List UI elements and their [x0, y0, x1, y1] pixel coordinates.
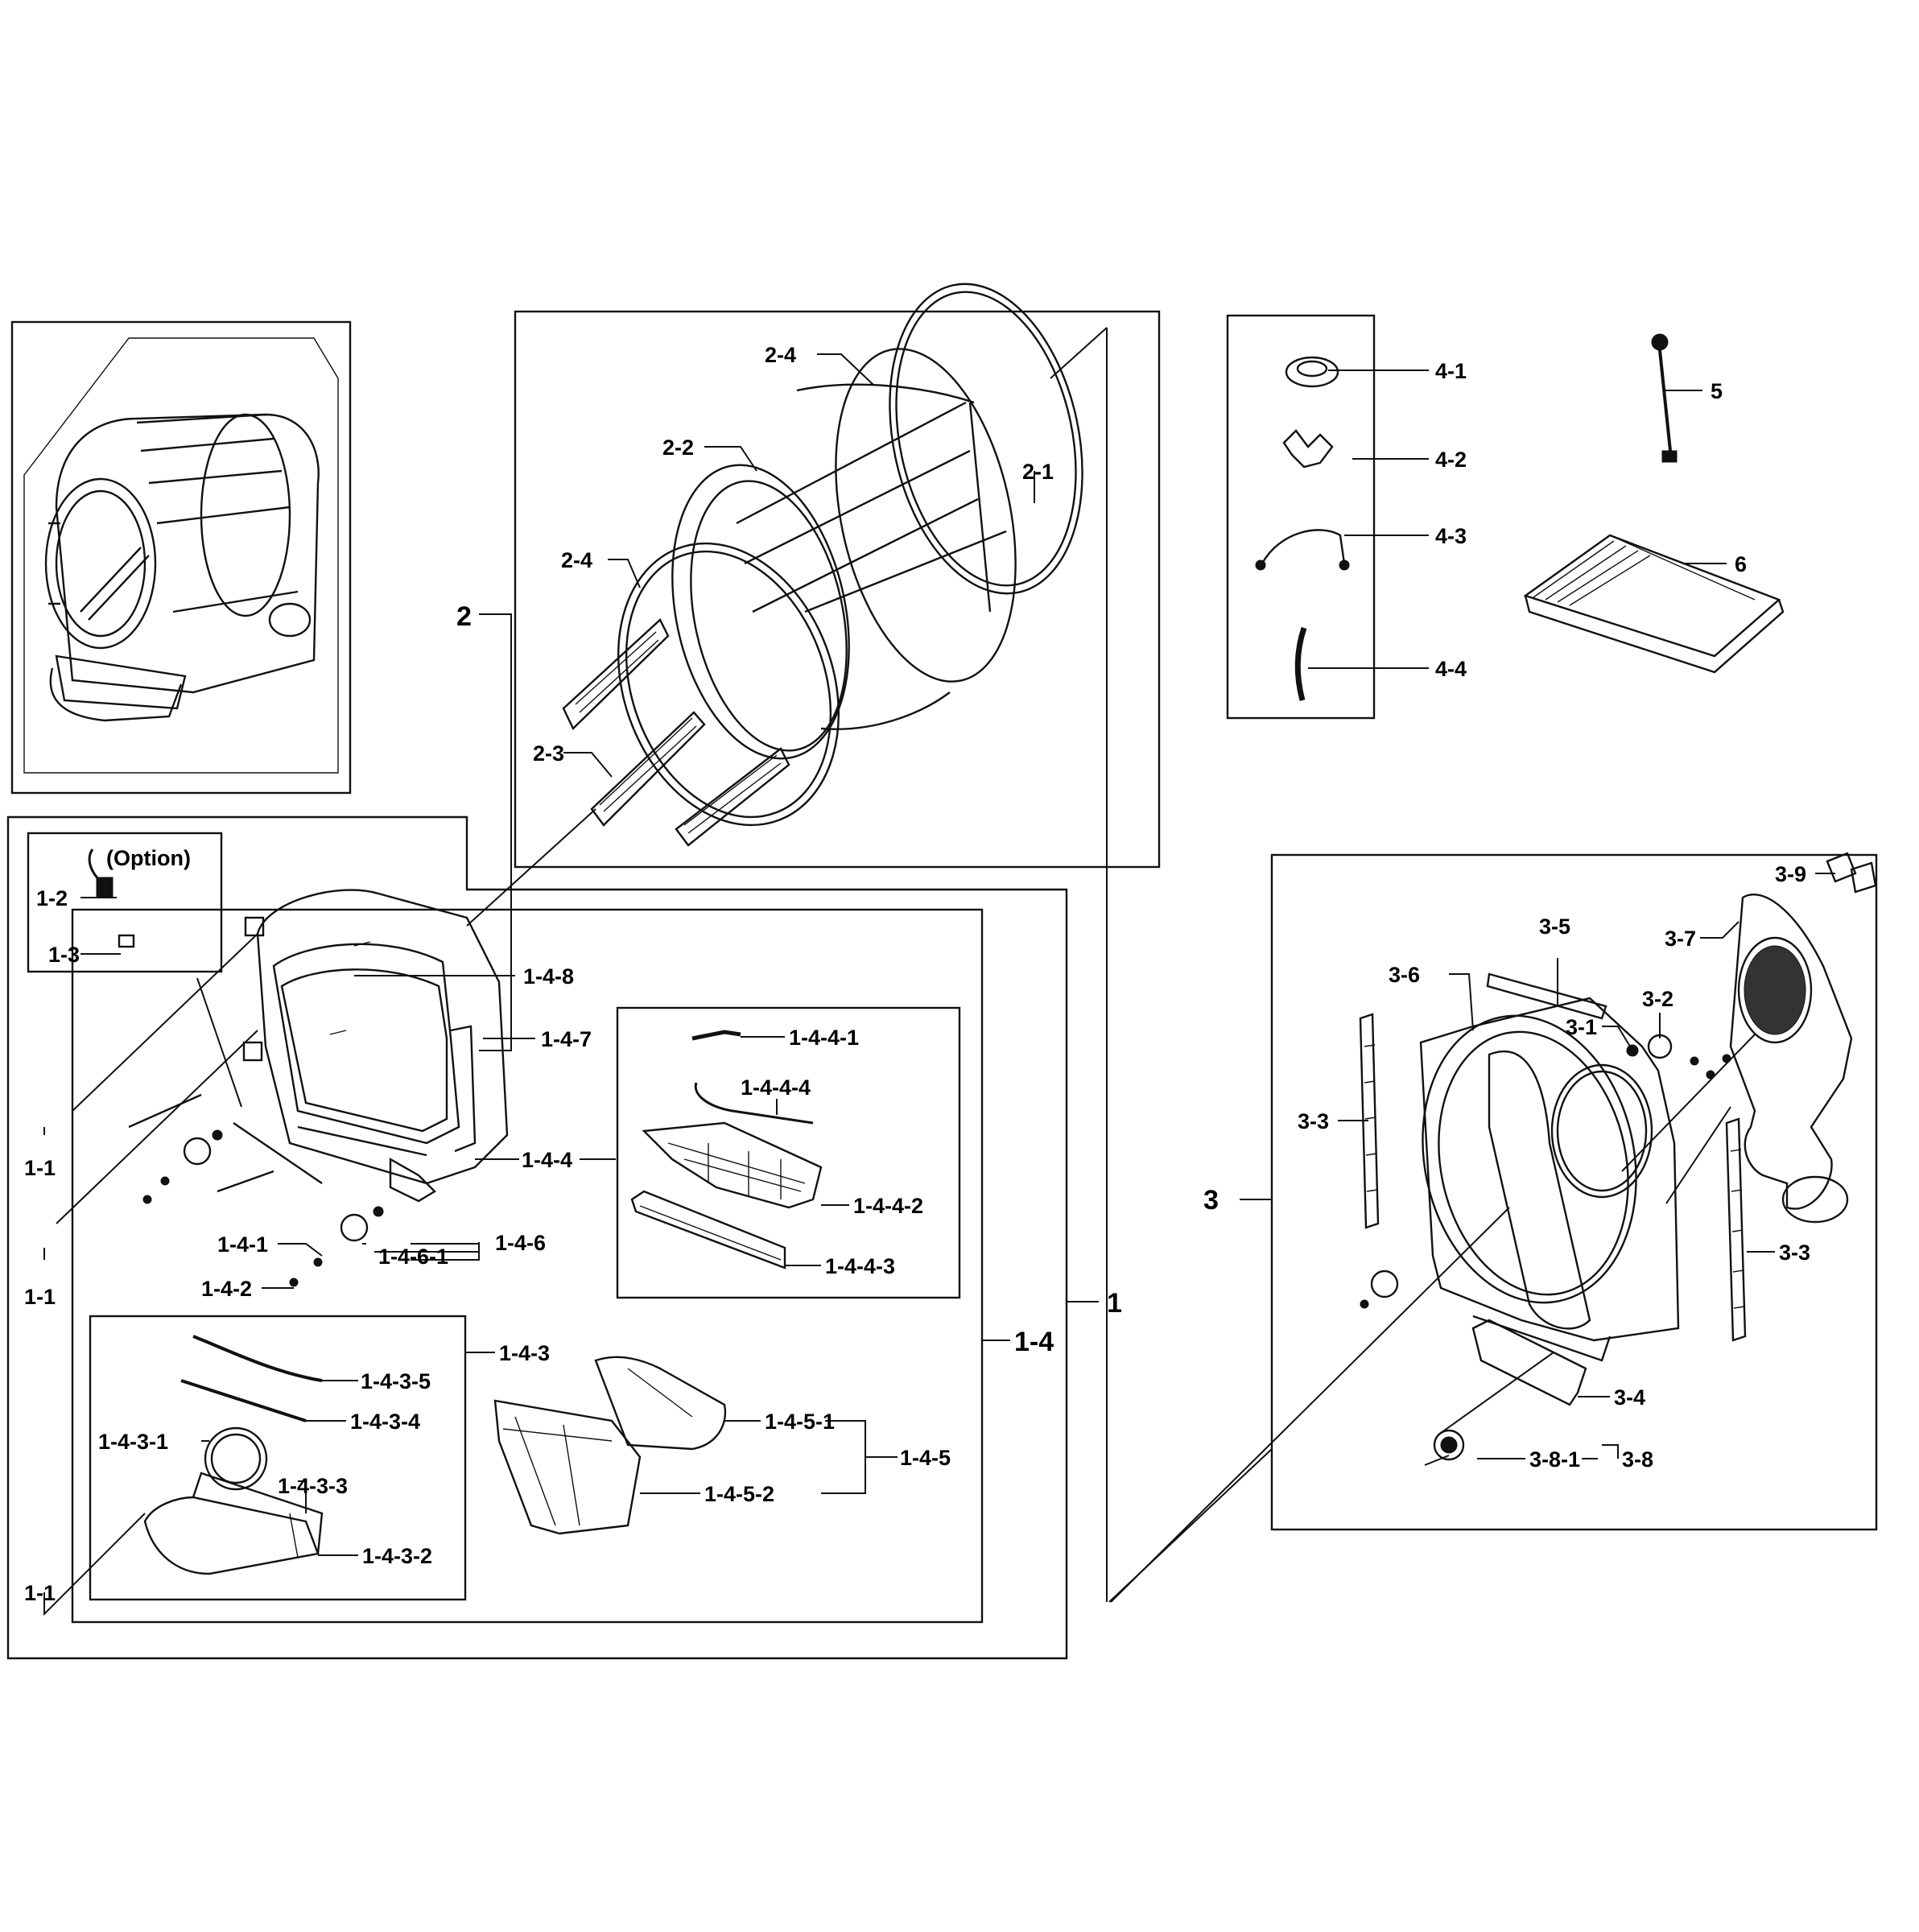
frame-rear-assembly [1270, 853, 1878, 1531]
label-1-4-5: 1-4-5 [900, 1446, 951, 1470]
label-1-4-4-1: 1-4-4-1 [789, 1026, 859, 1050]
label-option: (Option) [106, 846, 191, 870]
label-1-4: 1-4 [1014, 1327, 1054, 1357]
label-6: 6 [1735, 552, 1747, 576]
option-box-parts [88, 848, 135, 948]
frame-kit-4 [1226, 314, 1376, 720]
frame-subassembly-1-4-3 [89, 1315, 467, 1601]
label-1: 1 [1107, 1288, 1122, 1319]
label-1-2: 1-2 [36, 886, 68, 910]
label-1-4-3: 1-4-3 [499, 1341, 550, 1365]
label-4-2: 4-2 [1435, 448, 1467, 472]
label-1-4-4-4: 1-4-4-4 [741, 1075, 811, 1100]
leader-lines [43, 353, 1835, 1616]
label-3: 3 [1203, 1185, 1219, 1216]
label-1-4-3-4: 1-4-3-4 [350, 1410, 420, 1434]
label-2: 2 [456, 601, 472, 632]
label-3-6: 3-6 [1389, 963, 1420, 987]
part-5-sensor-wire [1651, 333, 1678, 463]
label-1-4-3-2: 1-4-3-2 [362, 1544, 432, 1568]
frame-drum-assembly [514, 310, 1161, 869]
label-2-3: 2-3 [533, 741, 564, 766]
label-3-1: 3-1 [1566, 1015, 1597, 1039]
label-3-9: 3-9 [1775, 862, 1806, 886]
subassembly-1-4-5-parts [493, 1356, 727, 1535]
label-1-4-5-2: 1-4-5-2 [704, 1482, 774, 1506]
label-3-3-right: 3-3 [1779, 1241, 1810, 1265]
rear-assembly-parts [1110, 852, 1877, 1603]
label-1-4-7: 1-4-7 [541, 1027, 592, 1051]
label-3-8: 3-8 [1622, 1447, 1653, 1472]
overview-dryer-assembly [23, 337, 339, 774]
label-1-4-3-3: 1-4-3-3 [278, 1474, 348, 1498]
label-1-4-6: 1-4-6 [495, 1231, 546, 1255]
label-2-1: 2-1 [1022, 460, 1054, 484]
frame-front-assembly [6, 815, 1068, 1660]
label-3-3-left: 3-3 [1298, 1109, 1329, 1133]
label-1-4-3-1: 1-4-3-1 [98, 1430, 168, 1454]
label-1-4-4: 1-4-4 [522, 1148, 572, 1172]
label-1-4-4-3: 1-4-4-3 [825, 1254, 895, 1278]
label-2-4-front: 2-4 [561, 548, 592, 572]
label-1-1-b: 1-1 [24, 1285, 56, 1309]
part-6-lint-filter-tray [1523, 534, 1785, 674]
label-1-4-3-5: 1-4-3-5 [361, 1369, 431, 1393]
label-2-4-top: 2-4 [765, 343, 796, 367]
label-1-4-2: 1-4-2 [201, 1277, 252, 1301]
label-4-3: 4-3 [1435, 524, 1467, 548]
label-1-4-5-1: 1-4-5-1 [765, 1410, 835, 1434]
label-3-8-1: 3-8-1 [1529, 1447, 1580, 1472]
label-1-1-c: 1-1 [24, 1581, 56, 1605]
label-3-4: 3-4 [1614, 1385, 1645, 1410]
frame-subassembly-1-4 [71, 908, 984, 1624]
label-1-4-6-1: 1-4-6-1 [378, 1245, 448, 1269]
subassembly-1-4-4-parts [630, 1030, 823, 1269]
drum-assembly [562, 283, 1273, 1603]
label-2-2: 2-2 [662, 436, 694, 460]
frame-overview [10, 320, 352, 795]
label-1-1-a: 1-1 [24, 1156, 56, 1180]
label-3-5: 3-5 [1539, 914, 1570, 939]
label-4-1: 4-1 [1435, 359, 1467, 383]
part-labels: (Option) 2-4 2-2 2-1 2-4 2 2-3 4-1 4-2 4… [24, 343, 1810, 1605]
frame-option-box [27, 832, 223, 973]
kit-4-parts [1255, 356, 1350, 701]
front-assembly-parts [56, 808, 596, 1287]
frame-subassembly-1-4-4 [616, 1006, 961, 1299]
label-1-4-4-2: 1-4-4-2 [853, 1194, 923, 1218]
label-1-4-8: 1-4-8 [523, 964, 574, 989]
label-1-3: 1-3 [48, 943, 80, 967]
label-3-2: 3-2 [1642, 987, 1673, 1011]
subassembly-1-4-3-parts [143, 1335, 324, 1575]
label-1-4-1: 1-4-1 [217, 1232, 268, 1257]
label-4-4: 4-4 [1435, 657, 1467, 681]
label-3-7: 3-7 [1665, 927, 1696, 951]
label-5: 5 [1711, 379, 1723, 403]
